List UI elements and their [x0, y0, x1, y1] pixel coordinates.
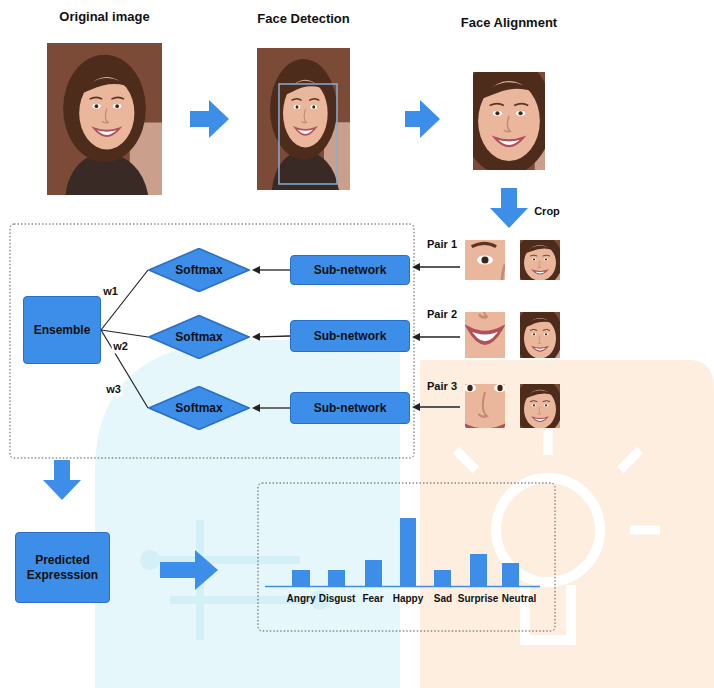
- category-label: Happy: [393, 593, 424, 605]
- crop-pair: Pair 3: [464, 384, 562, 430]
- face-bounding-box: [279, 84, 337, 184]
- node-label: Predicted Expresssion: [20, 553, 105, 583]
- arrowhead: [412, 403, 420, 411]
- pair-label: Pair 2: [427, 308, 457, 322]
- block-arrow: [43, 460, 81, 500]
- category-label: Angry: [287, 593, 316, 605]
- panel-heading: Original image: [59, 9, 149, 25]
- weight-line: [101, 330, 148, 337]
- connector-line: [259, 407, 290, 408]
- node-label: Softmax: [175, 401, 222, 416]
- arrowhead: [209, 100, 229, 138]
- connector-line: [101, 330, 148, 408]
- block-arrow: [490, 188, 528, 228]
- node-label: Softmax: [175, 330, 222, 345]
- edge-label: w3: [104, 383, 123, 396]
- pair-label: Pair 3: [427, 380, 457, 394]
- connector-line: [259, 335, 290, 337]
- edge-label: w1: [101, 285, 120, 298]
- node-label: Softmax: [175, 263, 222, 278]
- node-label: Sub-network: [314, 329, 387, 344]
- subnetwork-box: Sub-network: [290, 392, 410, 424]
- original-photo: [47, 43, 162, 195]
- connector-line: [190, 111, 210, 127]
- subnetwork-box: Sub-network: [290, 320, 410, 352]
- watermark: [95, 340, 714, 688]
- block-arrow: [190, 100, 229, 138]
- chart-frame: [258, 483, 555, 631]
- edge-label: w2: [111, 340, 130, 353]
- node-label: Ensemble: [34, 323, 91, 338]
- chart-baseline: [265, 586, 540, 588]
- arrowhead: [43, 480, 81, 500]
- aligned-face: [442, 44, 571, 212]
- category-label: Fear: [362, 593, 383, 605]
- probability-bars: [292, 518, 519, 586]
- node-label: Sub-network: [314, 401, 387, 416]
- flow-arrow: [412, 403, 460, 411]
- image-panel: Face Alignment: [473, 72, 545, 170]
- image-panel: Face Detection: [257, 48, 350, 190]
- ensemble-frame: [10, 224, 414, 458]
- ensemble-box: Ensemble: [23, 296, 101, 364]
- face-crop: [505, 299, 572, 384]
- panel-heading: Face Alignment: [461, 15, 557, 31]
- flow-arrow: [412, 263, 460, 271]
- flow-arrow: [252, 333, 290, 341]
- detection-photo: [257, 48, 350, 190]
- connector-line: [419, 406, 460, 407]
- face-crop: [505, 229, 572, 303]
- connector-line: [101, 270, 148, 330]
- pair-label: Pair 1: [427, 238, 457, 252]
- connector-line: [419, 336, 460, 337]
- face-crop: [505, 371, 572, 453]
- weight-line: [101, 330, 148, 408]
- edge-label: Crop: [532, 205, 562, 218]
- connector-line: [54, 460, 70, 481]
- category-label: Surprise: [458, 593, 499, 605]
- block-arrow: [405, 100, 440, 138]
- diamond-shape: [149, 315, 249, 358]
- photo-crops: [47, 43, 612, 540]
- category-label: Sad: [434, 593, 452, 605]
- weight-line: [101, 270, 148, 330]
- category-label: Neutral: [502, 593, 536, 605]
- flow-arrow: [412, 333, 460, 341]
- subnetwork-box: Sub-network: [290, 255, 410, 285]
- connector-line: [101, 330, 148, 337]
- arrowhead: [252, 266, 260, 274]
- output-box: Predicted Expresssion: [15, 532, 110, 603]
- flow-arrow: [252, 266, 290, 274]
- connector-line: [419, 266, 460, 267]
- crop-pair: Pair 1: [464, 242, 562, 292]
- connector-line: [405, 111, 421, 127]
- panel-heading: Face Detection: [257, 11, 349, 27]
- softmax-diamond: Softmax: [148, 248, 250, 292]
- arrowhead: [412, 263, 420, 271]
- arrowhead: [420, 100, 440, 138]
- softmax-diamond: Softmax: [148, 386, 250, 430]
- diamond-shape: [149, 248, 249, 291]
- image-panel: Original image: [47, 43, 162, 195]
- crop-pair: Pair 2: [464, 312, 562, 362]
- softmax-diamond: Softmax: [148, 315, 250, 359]
- diamond-shape: [149, 386, 249, 429]
- output-arrow: [160, 550, 218, 590]
- arrowhead: [252, 333, 260, 341]
- arrowhead: [490, 208, 528, 228]
- arrowhead: [412, 333, 420, 341]
- arrowhead: [252, 404, 260, 412]
- connector-line: [501, 188, 517, 209]
- connector-line: [259, 269, 290, 270]
- flow-arrow: [252, 404, 290, 412]
- category-label: Disgust: [319, 593, 356, 605]
- node-label: Sub-network: [314, 263, 387, 278]
